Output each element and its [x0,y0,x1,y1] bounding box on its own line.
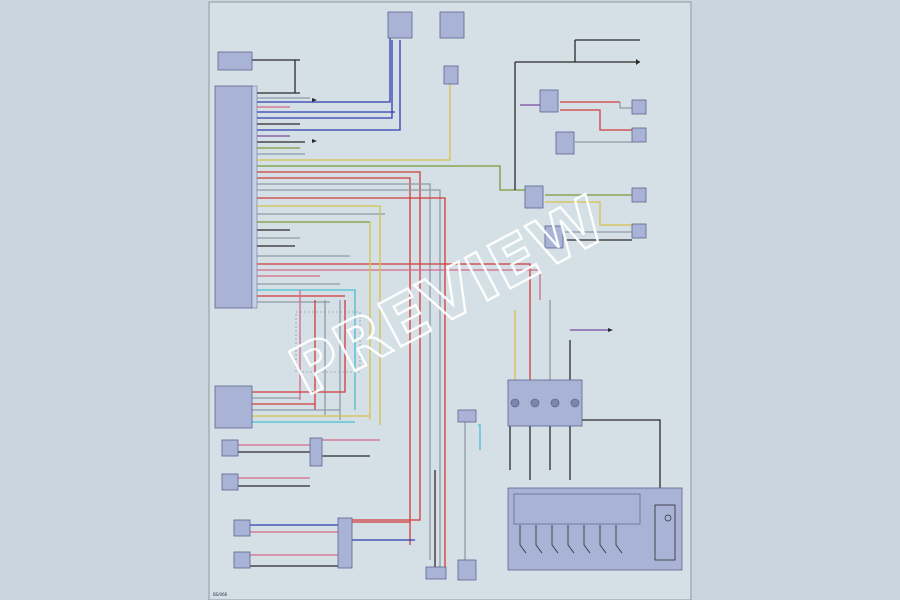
wire [545,201,632,226]
speaker-group [631,99,647,239]
wire [252,183,431,560]
sensor-left-lower [221,473,239,491]
wire [252,197,446,570]
internal-switch [599,525,607,554]
splice-connector-upper [309,437,323,467]
speaker-rear-left [631,187,647,203]
internal-switch [535,525,543,554]
module-internal-bus [513,493,641,525]
wire [252,40,393,119]
wire [619,102,632,109]
wire [252,300,346,393]
wire [252,177,411,545]
switch-pin [570,398,580,408]
wire [252,189,441,575]
switch-unit [507,379,583,427]
wire [252,30,391,103]
splice-connector-lower [337,517,353,569]
switch-pin [510,398,520,408]
speaker-front-right [631,127,647,143]
internal-switch [615,525,623,554]
internal-switch [519,525,527,554]
main-module-connector [214,85,253,309]
speaker-front-left [631,99,647,115]
ground-block-left [425,566,447,580]
inline-fuse [457,409,477,423]
wire [252,269,541,300]
wire [478,424,481,450]
sensor-bottom-lower [233,551,251,569]
wire [252,263,531,300]
relay-lower [524,185,544,209]
arrow-icon [608,328,613,332]
junction-area [295,311,361,373]
relay-bottom [544,225,564,249]
wire [252,40,401,131]
arrow-icon [312,139,317,143]
internal-switch [567,525,575,554]
inline-connector [443,65,459,85]
seat-control-module [507,487,683,571]
main-module-pin-strip [251,85,258,309]
fuse-box-right [439,11,465,39]
fuse-box-left [387,11,413,39]
ground-block-right [457,559,477,581]
internal-switch [583,525,591,554]
switch-pin [530,398,540,408]
sensor-left-upper [221,439,239,457]
sheet-footer-code: BS/066 [213,592,228,597]
arrow-icon [312,98,317,102]
switch-pin [550,398,560,408]
wire [252,80,451,161]
internal-switch [551,525,559,554]
wire-group [238,30,661,575]
switch-unit-pins [510,398,580,408]
relay-middle [555,131,575,155]
arrow-icon [636,59,640,65]
module-internal-switches [519,525,623,554]
module-motor-box [654,504,676,561]
relay-upper [539,89,559,113]
wire [560,109,632,131]
wire [580,419,661,510]
fuse-module [217,51,253,71]
sensor-bottom-upper [233,519,251,537]
wire [252,171,421,521]
wire [252,289,356,410]
speaker-rear-right [631,223,647,239]
motor-icon [664,514,672,522]
display-module [214,385,253,429]
